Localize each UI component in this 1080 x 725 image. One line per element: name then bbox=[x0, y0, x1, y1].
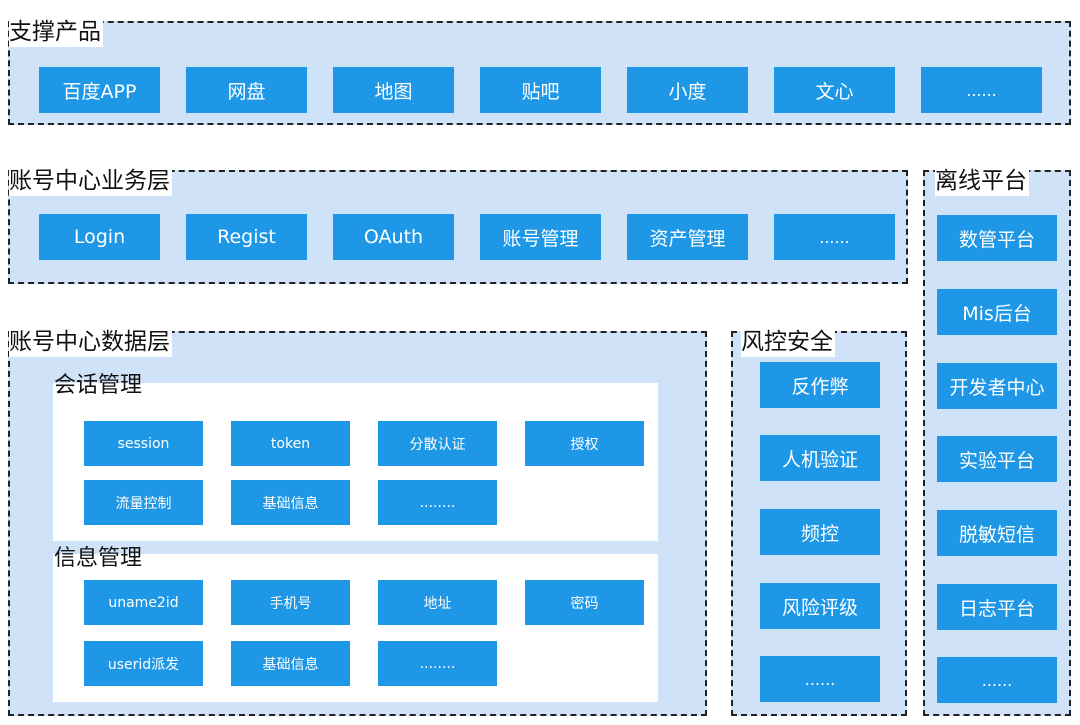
risk-anti-fraud[interactable]: 反作弊 bbox=[760, 362, 880, 408]
info-item-basic-info[interactable]: 基础信息 bbox=[231, 641, 350, 686]
offline-mis-backend[interactable]: Mis后台 bbox=[937, 289, 1057, 335]
product-baidu-app[interactable]: 百度APP bbox=[39, 67, 160, 113]
business-oauth[interactable]: OAuth bbox=[333, 214, 454, 260]
offline-experiment-platform[interactable]: 实验平台 bbox=[937, 436, 1057, 482]
session-item-basic-info[interactable]: 基础信息 bbox=[231, 480, 350, 525]
product-tieba[interactable]: 贴吧 bbox=[480, 67, 601, 113]
product-more[interactable]: ...... bbox=[921, 67, 1042, 113]
offline-desensitized-sms[interactable]: 脱敏短信 bbox=[937, 510, 1057, 556]
session-item-traffic-control[interactable]: 流量控制 bbox=[84, 480, 203, 525]
business-login[interactable]: Login bbox=[39, 214, 160, 260]
offline-developer-center[interactable]: 开发者中心 bbox=[937, 363, 1057, 409]
session-mgmt-title: 会话管理 bbox=[54, 373, 143, 398]
data-layer-title: 账号中心数据层 bbox=[9, 327, 172, 357]
session-mgmt-panel: 会话管理 session token 分散认证 授权 流量控制 基础信息 ...… bbox=[53, 373, 658, 541]
data-layer-section: 账号中心数据层 会话管理 session token 分散认证 授权 流量控制 … bbox=[8, 327, 707, 716]
business-regist[interactable]: Regist bbox=[186, 214, 307, 260]
session-item-session[interactable]: session bbox=[84, 421, 203, 466]
product-netdisk[interactable]: 网盘 bbox=[186, 67, 307, 113]
session-item-distributed-auth[interactable]: 分散认证 bbox=[378, 421, 497, 466]
risk-rating[interactable]: 风险评级 bbox=[760, 583, 880, 629]
business-asset-mgmt[interactable]: 资产管理 bbox=[627, 214, 748, 260]
business-layer-section: 账号中心业务层 Login Regist OAuth 账号管理 资产管理 ...… bbox=[8, 166, 908, 284]
risk-security-section: 风控安全 反作弊 人机验证 频控 风险评级 ...... bbox=[731, 327, 907, 716]
product-wenxin[interactable]: 文心 bbox=[774, 67, 895, 113]
offline-platform-section: 离线平台 数管平台 Mis后台 开发者中心 实验平台 脱敏短信 日志平台 ...… bbox=[923, 166, 1071, 716]
session-item-token[interactable]: token bbox=[231, 421, 350, 466]
business-more[interactable]: ...... bbox=[774, 214, 895, 260]
offline-platform-title: 离线平台 bbox=[935, 166, 1029, 196]
risk-more[interactable]: ...... bbox=[760, 656, 880, 702]
product-map[interactable]: 地图 bbox=[333, 67, 454, 113]
business-layer-title: 账号中心业务层 bbox=[9, 166, 172, 196]
business-account-mgmt[interactable]: 账号管理 bbox=[480, 214, 601, 260]
risk-frequency-control[interactable]: 频控 bbox=[760, 509, 880, 555]
risk-captcha[interactable]: 人机验证 bbox=[760, 435, 880, 481]
info-mgmt-title: 信息管理 bbox=[54, 546, 143, 571]
info-item-address[interactable]: 地址 bbox=[378, 580, 497, 625]
info-item-phone[interactable]: 手机号 bbox=[231, 580, 350, 625]
offline-log-platform[interactable]: 日志平台 bbox=[937, 584, 1057, 630]
info-mgmt-panel: 信息管理 uname2id 手机号 地址 密码 userid派发 基础信息 ..… bbox=[53, 546, 658, 702]
offline-data-platform[interactable]: 数管平台 bbox=[937, 215, 1057, 261]
support-products-section: 支撑产品 百度APP 网盘 地图 贴吧 小度 文心 ...... bbox=[8, 17, 1071, 125]
session-item-more[interactable]: ........ bbox=[378, 480, 497, 525]
info-item-more[interactable]: ........ bbox=[378, 641, 497, 686]
info-item-uname2id[interactable]: uname2id bbox=[84, 580, 203, 625]
risk-security-title: 风控安全 bbox=[741, 327, 835, 357]
offline-more[interactable]: ...... bbox=[937, 657, 1057, 703]
product-xiaodu[interactable]: 小度 bbox=[627, 67, 748, 113]
info-item-password[interactable]: 密码 bbox=[525, 580, 644, 625]
support-products-title: 支撑产品 bbox=[9, 17, 103, 47]
info-item-userid-dispatch[interactable]: userid派发 bbox=[84, 641, 203, 686]
session-item-authorization[interactable]: 授权 bbox=[525, 421, 644, 466]
